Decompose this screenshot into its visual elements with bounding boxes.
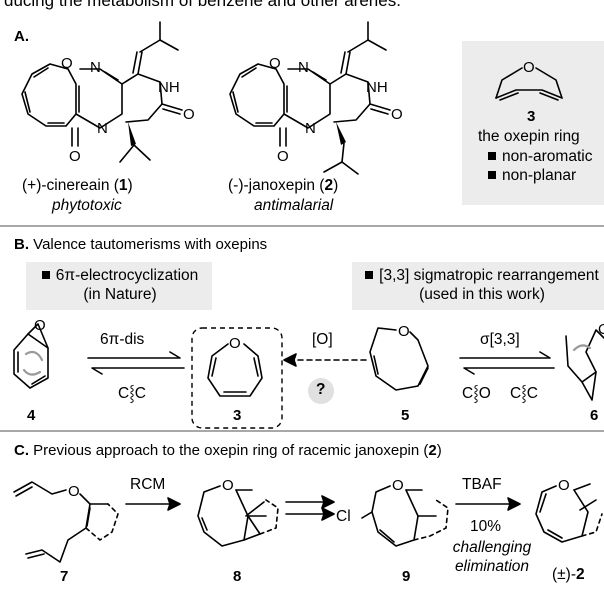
svg-text:O: O	[277, 148, 289, 165]
arrow2-question: ?	[316, 381, 326, 398]
chloro-oxepine-structure: O	[361, 477, 449, 547]
svg-text:O: O	[183, 106, 195, 123]
janoxepin-structure: N O N O NH O	[229, 21, 403, 175]
separator-a-b	[0, 225, 604, 227]
right-note: [3,3] sigmatropic rearrangement(used in …	[360, 266, 604, 304]
svg-text:O: O	[269, 55, 281, 72]
compound-5-number: 5	[401, 407, 410, 424]
tbaf-label: TBAF	[462, 476, 502, 493]
compound-2-name: (-)-janoxepin (2)	[228, 177, 339, 194]
compound-3-number: 3	[233, 407, 242, 424]
arrow3-label: σ[3,3]	[480, 331, 520, 348]
arrow3-sub1: C⸾O	[462, 385, 491, 402]
compound-4-number: 4	[27, 407, 36, 424]
svg-text:O: O	[392, 477, 404, 494]
compound-1-activity: phytotoxic	[52, 197, 122, 214]
rcm-label: RCM	[130, 476, 166, 493]
oxepin-box: O	[191, 327, 283, 429]
svg-text:O: O	[391, 106, 403, 123]
diene-structure: O	[13, 481, 119, 563]
top-cutoff-text: ducing the metabolism of benzene and oth…	[4, 0, 401, 10]
svg-text:O: O	[398, 323, 410, 340]
rcm-arrow	[125, 497, 181, 511]
compound-6-number: 6	[590, 407, 599, 424]
panel-a-label: A.	[14, 28, 29, 45]
svg-text:O: O	[523, 59, 535, 76]
compound-8-number: 8	[233, 568, 242, 585]
svg-text:NH: NH	[366, 79, 388, 96]
svg-text:N: N	[305, 120, 316, 137]
panel-b-title: B. Valence tautomerisms with oxepins	[14, 236, 268, 253]
question-badge	[308, 378, 334, 404]
compound-1-name: (+)-cinereain (1)	[22, 177, 133, 194]
left-note: 6π-electrocyclization(in Nature)	[30, 266, 210, 304]
equilibrium-arrow-2	[459, 351, 555, 375]
oxepin-3d-structure: O	[495, 59, 563, 101]
compound-7-number: 7	[60, 568, 69, 585]
svg-text:O: O	[222, 477, 234, 494]
oxidation-arrow	[283, 353, 367, 367]
compound-2-activity: antimalarial	[254, 197, 334, 214]
separator-b-c	[0, 430, 604, 432]
n-label: N	[90, 59, 101, 76]
arrow2-label: [O]	[312, 331, 333, 348]
svg-text:O: O	[229, 335, 241, 352]
arrow3-sub2: C⸾C	[510, 385, 538, 402]
svg-text:O: O	[69, 148, 81, 165]
dihydrooxepin-structure: O	[369, 323, 429, 391]
arrow1-label: 6π-dis	[100, 331, 145, 348]
box-title: the oxepin ring	[478, 128, 580, 145]
box-prop-2: non-planar	[488, 167, 576, 185]
box-compound-number: 3	[527, 108, 536, 125]
arrow1-sub: C⸾C	[118, 385, 146, 402]
svg-text:O: O	[558, 477, 570, 494]
svg-text:O: O	[61, 55, 73, 72]
yield-label: 10%	[470, 518, 502, 535]
cinereain-structure: N O N O NH O	[21, 21, 195, 165]
left-note-box	[26, 262, 212, 310]
svg-text:N: N	[97, 120, 108, 137]
svg-text:O: O	[34, 317, 46, 334]
arene-oxide-structure: O	[13, 317, 49, 389]
multistep-arrow	[285, 495, 335, 521]
svg-text:NH: NH	[158, 79, 180, 96]
compound-9-number: 9	[402, 568, 411, 585]
final-compound-label: (±)-2	[552, 566, 585, 583]
svg-text:O: O	[598, 321, 604, 338]
elimination-arrow	[455, 497, 521, 511]
right-note-box	[352, 262, 604, 310]
racemic-janoxepin-fragment: O	[535, 477, 603, 543]
dihydrooxepine-8-structure: O	[197, 477, 279, 547]
svg-text:N: N	[298, 59, 309, 76]
equilibrium-arrow-1	[87, 351, 185, 375]
svg-text:O: O	[68, 483, 80, 500]
chloro-label: Cl	[336, 508, 351, 525]
cyclopropane-structure: O	[565, 321, 604, 401]
box-prop-1: non-aromatic	[488, 148, 592, 166]
panel-c-title: C. Previous approach to the oxepin ring …	[14, 442, 442, 459]
oxepin-info-box	[462, 41, 604, 205]
